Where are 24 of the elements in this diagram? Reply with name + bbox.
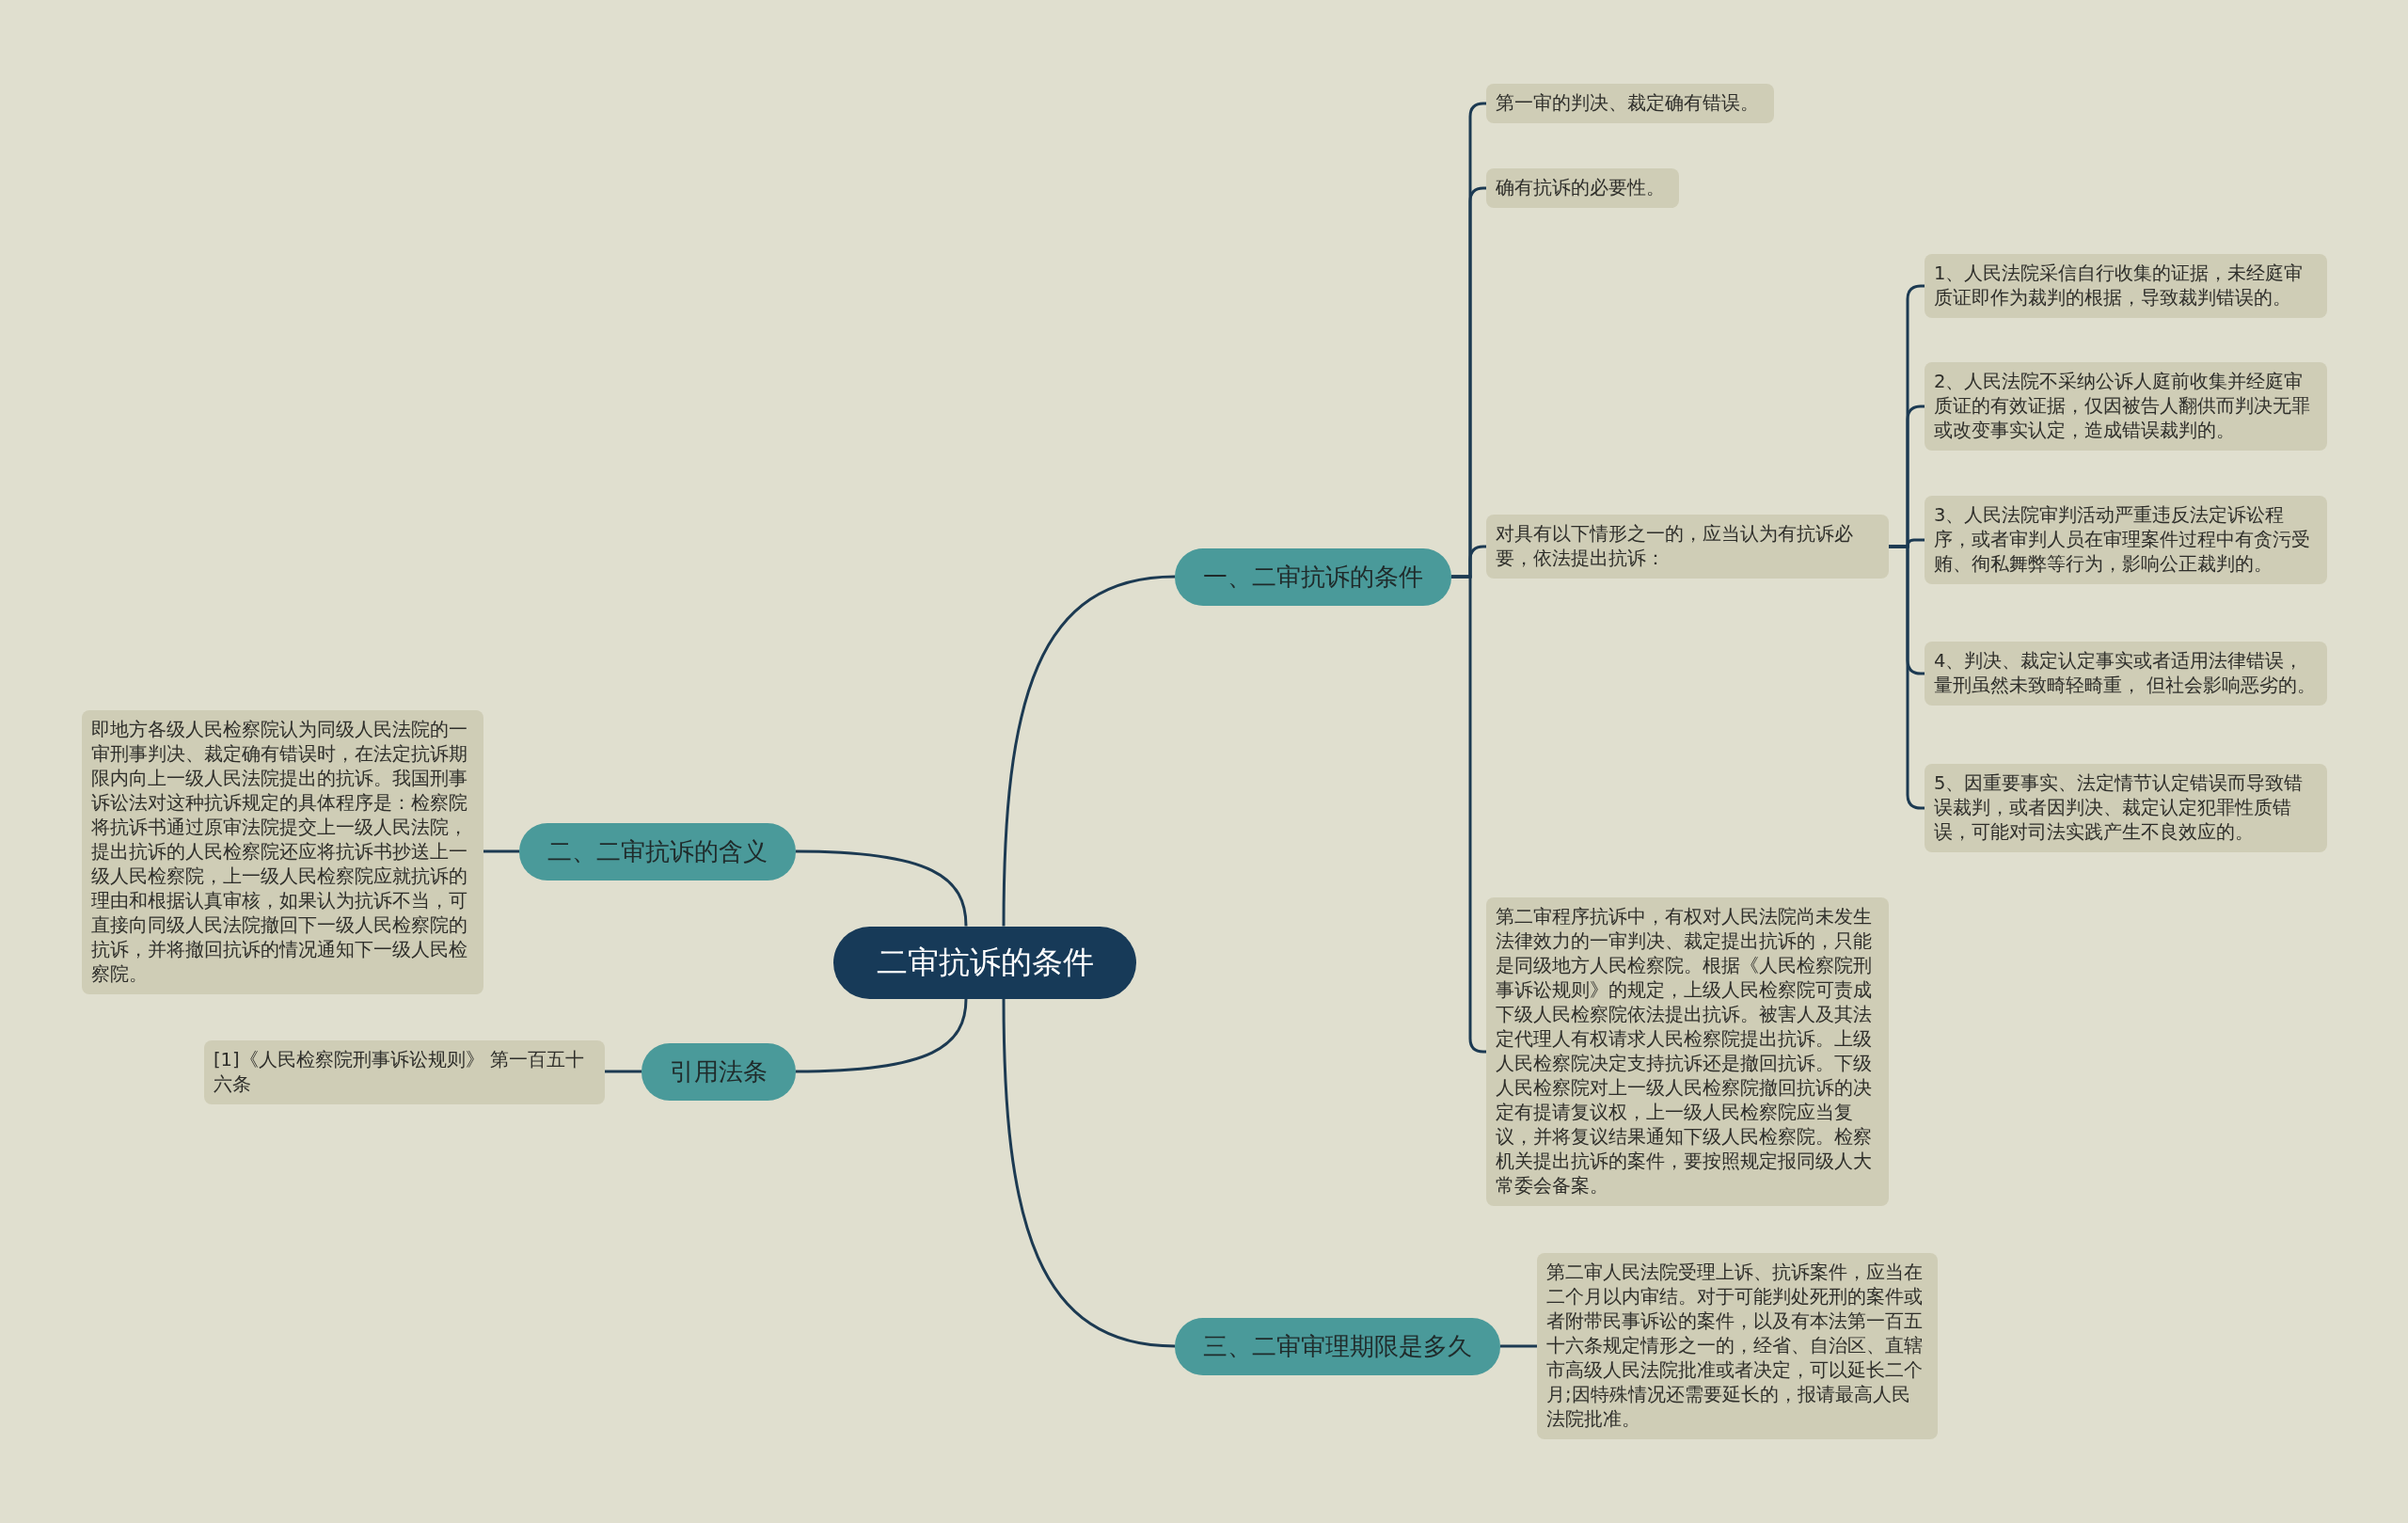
branch-topic: 三、二审审理期限是多久 [1175,1317,1500,1375]
connector-line [1002,998,1176,1348]
connector-line [483,849,519,853]
text-card: [1]《人民检察院刑事诉讼规则》 第一百五十六条 [204,1040,605,1104]
text-card: 5、因重要事实、法定情节认定错误而导致错误裁判，或者因判决、裁定认定犯罪性质错误，可能对司法实践产生不良效应的。 [1925,764,2327,852]
text-card: 3、人民法院审判活动严重违反法定诉讼程序，或者审判人员在审理案件过程中有贪污受贿、徇私舞弊等行为，影响公正裁判的。 [1925,496,2327,584]
branch-topic: 引用法条 [642,1042,796,1101]
text-card: 第一审的判决、裁定确有错误。 [1486,84,1774,123]
text-card: 2、人民法院不采纳公诉人庭前收集并经庭审质证的有效证据，仅因被告人翻供而判决无罪或改变事实认定，造成错误裁判的。 [1925,362,2327,451]
text-card: 第二审程序抗诉中，有权对人民法院尚未发生法律效力的一审判决、裁定提出抗诉的，只能是同级地方人民检察院。根据《人民检察院刑事诉讼规则》的规定，上级人民检察院可责成下级人民检察院依法提出抗诉。被害人及其法定代理人有权请求人民检察院提出抗诉。上级人民检察院决定支持抗诉还是撤回抗诉。下级人民检察院对上一级人民检察院撤回抗诉的决定有提请复议权，上一级人民检察院应当复议，并将复议结果通知下级人民检察院。检察机关提出抗诉的案件，要按照规定报同级人大常委会备案。 [1486,897,1889,1206]
text-card: 对具有以下情形之一的，应当认为有抗诉必要，依法提出抗诉： [1486,515,1889,579]
text-card: 第二审人民法院受理上诉、抗诉案件，应当在二个月以内审结。对于可能判处死刑的案件或者附带民事诉讼的案件，以及有本法第一百五十六条规定情形之一的，经省、自治区、直辖市高级人民法院批准或者决定，可以延长二个月;因特殊情况还需要延长的，报请最高人民法院批准。 [1537,1253,1938,1439]
connector-line [795,849,968,927]
connector-line [795,998,968,1073]
branch-topic: 一、二审抗诉的条件 [1175,547,1451,606]
connector-line [605,1070,642,1073]
connector-line [1002,575,1176,927]
branch-topic: 二、二审抗诉的含义 [519,822,796,880]
text-card: 1、人民法院采信自行收集的证据，未经庭审质证即作为裁判的根据，导致裁判错误的。 [1925,254,2327,318]
connector-line [1500,1344,1537,1348]
text-card: 确有抗诉的必要性。 [1486,168,1679,208]
text-card: 4、判决、裁定认定事实或者适用法律错误，量刑虽然未致畸轻畸重， 但社会影响恶劣的。 [1925,642,2327,706]
text-card: 即地方各级人民检察院认为同级人民法院的一审刑事判决、裁定确有错误时，在法定抗诉期限内向上一级人民法院提出的抗诉。我国刑事诉讼法对这种抗诉规定的具体程序是：检察院将抗诉书通过原审法院提交上一级人民法院，提出抗诉的人民检察院还应将抗诉书抄送上一级人民检察院，上一级人民检察院应就抗诉的理由和根据认真审核，如果认为抗诉不当，可直接向同级人民法院撤回下一级人民检察院的抗诉，并将撤回抗诉的情况通知下一级人民检察院。 [82,710,483,994]
root-topic: 二审抗诉的条件 [833,926,1136,999]
